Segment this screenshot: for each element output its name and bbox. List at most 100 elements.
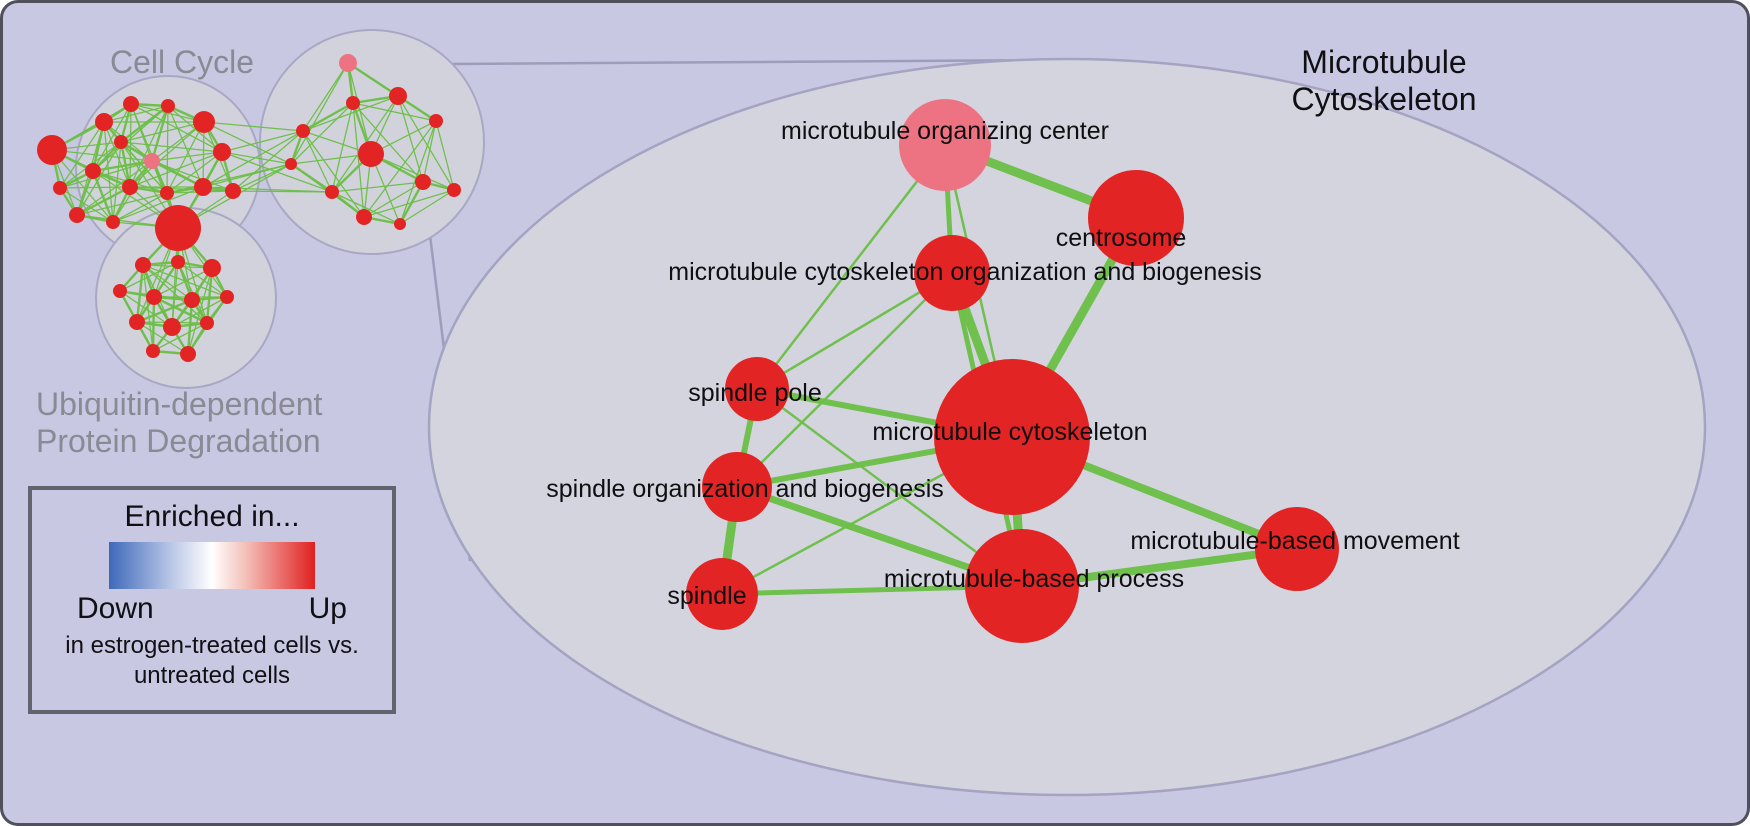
- overview-node-ub8: [129, 314, 145, 330]
- overview-node-mt2: [389, 87, 407, 105]
- node-centrosome: [1088, 170, 1184, 266]
- overview-edge: [152, 322, 208, 352]
- node-label-spindle: spindle: [667, 582, 746, 610]
- overview-edge: [171, 261, 179, 328]
- overview-edge: [422, 120, 437, 183]
- legend-caption-line1: in estrogen-treated cells: [65, 632, 322, 659]
- overview-edge: [352, 102, 424, 183]
- overview-edge: [202, 130, 304, 188]
- node-label-process: microtubule-based process: [884, 565, 1184, 593]
- node-spindle_pole: [725, 357, 789, 421]
- legend-down-label: Down: [77, 592, 154, 625]
- overview-edge: [397, 95, 455, 191]
- edge-mcob-sob: [736, 272, 953, 488]
- legend-gradient-bar: [109, 542, 315, 589]
- overview-edge: [76, 185, 131, 217]
- overview-edge: [91, 170, 115, 223]
- overview-edge: [347, 62, 372, 155]
- overview-node-ub7: [220, 290, 234, 304]
- overview-edge: [112, 186, 204, 223]
- overview-edge: [76, 160, 153, 216]
- overview-edge: [103, 121, 131, 188]
- node-label-sob: spindle organization and biogenesis: [546, 475, 944, 503]
- overview-edge: [331, 181, 424, 193]
- overview-edge: [302, 62, 349, 132]
- overview-edge: [302, 101, 354, 133]
- overview-node-ub3: [203, 259, 221, 277]
- overview-edge: [112, 192, 168, 223]
- overview-edge: [399, 189, 455, 225]
- overview-node-cc12: [194, 178, 212, 196]
- overview-edge: [370, 153, 455, 191]
- legend-caption-line2: vs. untreated cells: [133, 632, 359, 689]
- legend-endpoint-labels: Down Up: [77, 592, 347, 626]
- overview-edge: [120, 141, 223, 153]
- legend-title: Enriched in...: [124, 500, 300, 533]
- edge-moc-spindle_pole: [756, 144, 946, 390]
- overview-node-ub10: [200, 316, 214, 330]
- zoom-connector-line: [449, 58, 1061, 66]
- overview-node-ub2: [171, 255, 185, 269]
- cluster-label-ubiquitin: Ubiquitin-dependent Protein Degradation: [36, 386, 322, 460]
- overview-edge: [59, 187, 114, 223]
- overview-edge: [352, 102, 437, 122]
- overview-node-ub4: [113, 284, 127, 298]
- overview-edge: [221, 151, 292, 165]
- node-label-mt_cytoskeleton: microtubule cytoskeleton: [872, 418, 1147, 446]
- overview-node-ub6: [184, 292, 200, 308]
- overview-node-cc9: [85, 163, 101, 179]
- cluster-label-microtubule-cytoskeleton: Microtubule Cytoskeleton: [1214, 44, 1554, 118]
- overview-edge: [221, 130, 304, 153]
- overview-edge: [232, 163, 292, 192]
- overview-node-mt7: [447, 183, 461, 197]
- overview-edge: [399, 120, 437, 225]
- overview-edge: [76, 192, 168, 216]
- node-label-centrosome: centrosome: [1056, 224, 1187, 252]
- overview-edge: [203, 121, 292, 165]
- overview-edge: [92, 103, 132, 172]
- overview-edge: [103, 121, 114, 223]
- overview-edge: [352, 102, 365, 218]
- overview-edge: [129, 105, 169, 188]
- node-spindle: [686, 558, 758, 630]
- overview-node-cc2: [95, 113, 113, 131]
- overview-node-cc10: [122, 179, 138, 195]
- overview-edge: [290, 153, 372, 165]
- overview-edge: [103, 105, 169, 123]
- overview-edge: [120, 121, 205, 143]
- node-label-movement: microtubule-based movement: [1130, 527, 1459, 555]
- overview-edge: [151, 159, 204, 189]
- cluster-label-ubiquitin-line2: Protein Degradation: [36, 423, 321, 459]
- node-label-spindle_pole: spindle pole: [688, 379, 821, 407]
- overview-edge: [92, 159, 153, 173]
- overview-node-mt9: [356, 209, 372, 225]
- legend-up-label: Up: [308, 592, 347, 625]
- overview-node-cc7: [114, 135, 128, 149]
- overview-edge: [177, 261, 228, 298]
- overview-edge: [363, 120, 437, 218]
- overview-edge: [203, 121, 304, 132]
- overview-node-mt6: [415, 174, 431, 190]
- overview-node-mt8: [325, 185, 339, 199]
- overview-node-mt1: [339, 54, 357, 72]
- overview-node-ub9: [163, 318, 181, 336]
- overview-node-mt11: [285, 158, 297, 170]
- overview-node-ub11: [146, 344, 160, 358]
- node-mcob: [914, 235, 990, 311]
- overview-node-mt10: [394, 218, 406, 230]
- overview-node-ub12: [180, 346, 196, 362]
- cluster-label-ubiquitin-line1: Ubiquitin-dependent: [36, 386, 323, 422]
- node-mt_cytoskeleton: [934, 359, 1090, 515]
- overview-node-mt3: [346, 96, 360, 110]
- overview-node-mt12: [429, 114, 443, 128]
- node-moc: [899, 99, 991, 191]
- overview-node-hub: [155, 205, 201, 251]
- node-process: [965, 529, 1079, 643]
- cluster-label-microtubule-line1: Microtubule: [1301, 44, 1467, 80]
- cluster-label-cell-cycle: Cell Cycle: [110, 44, 255, 80]
- overview-edge: [153, 267, 213, 298]
- overview-edge: [166, 121, 205, 194]
- overview-edge: [153, 295, 208, 325]
- node-label-mcob: microtubule cytoskeleton organization an…: [668, 258, 1261, 286]
